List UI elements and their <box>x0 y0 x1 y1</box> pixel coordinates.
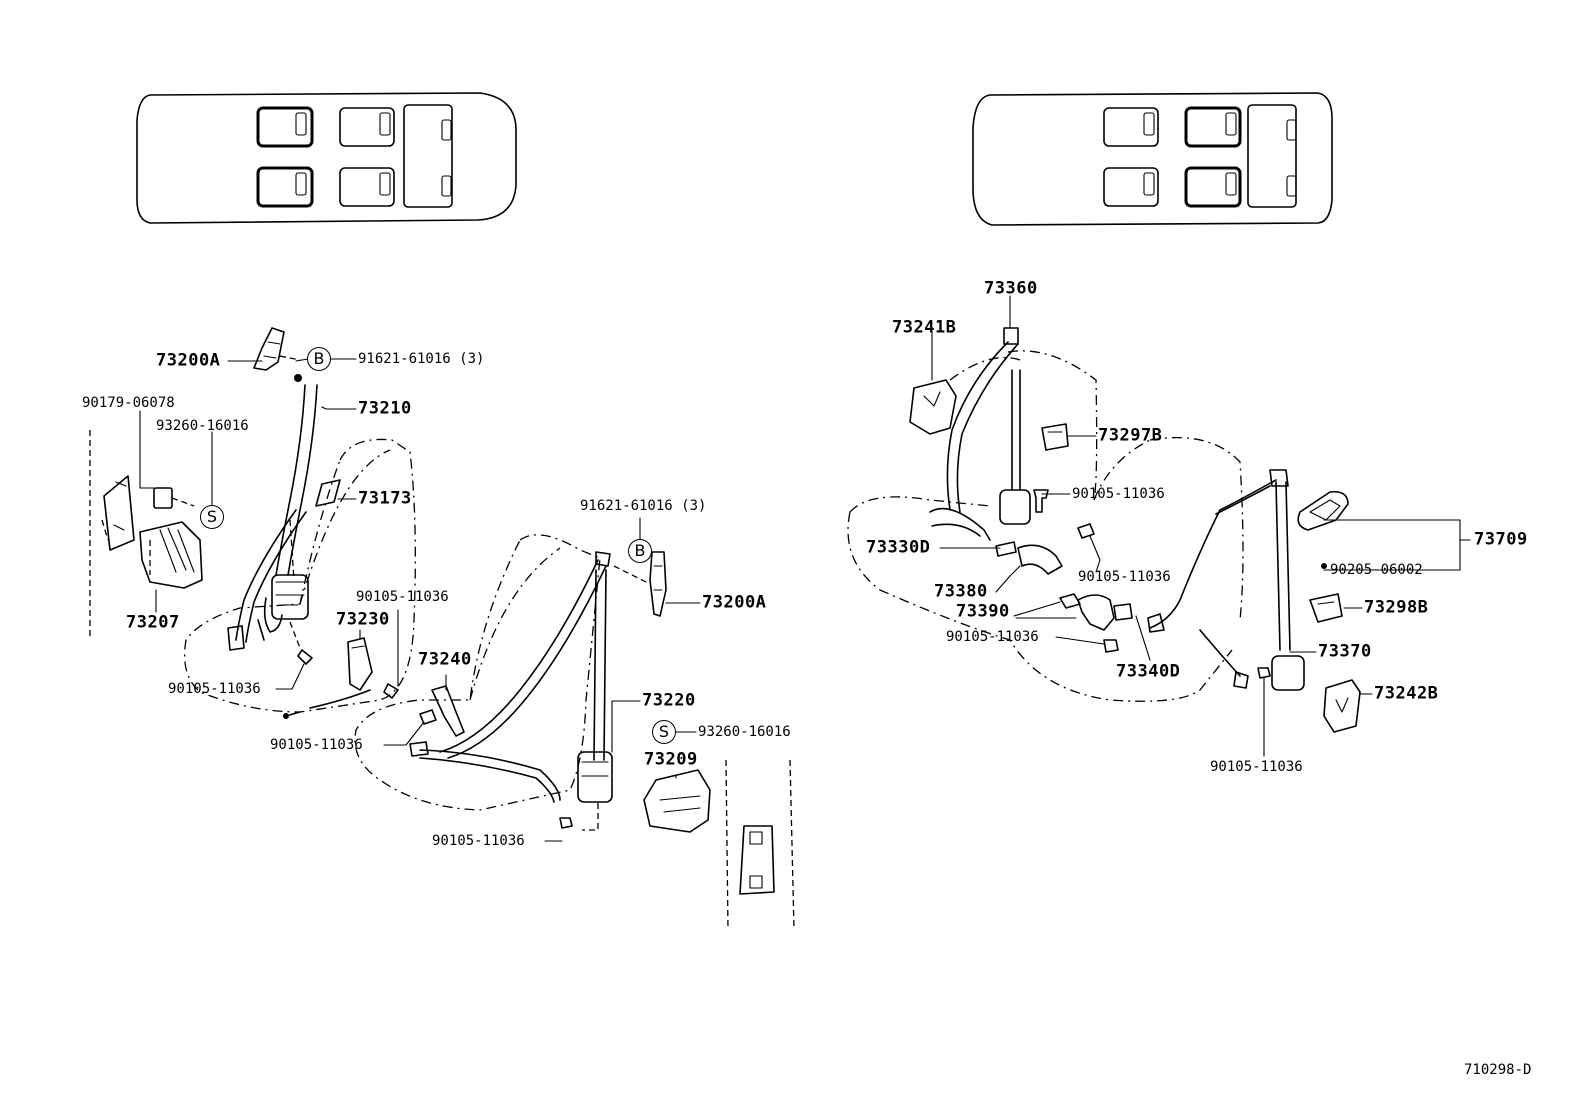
front-right-dash-1 <box>613 565 651 585</box>
rear-right-belt <box>1147 469 1305 691</box>
rear-seat-location-indicator <box>972 92 1333 226</box>
front-left-bolts <box>297 649 399 699</box>
callout-90105-11036-h: 90105-11036 <box>1210 759 1303 775</box>
callout-90105-11036-e: 90105-11036 <box>1072 486 1165 502</box>
callout-90179-06078: 90179-06078 <box>82 395 175 411</box>
callout-90205-06002: 90205-06002 <box>1330 562 1423 578</box>
front-left-buckle-73230 <box>283 637 373 719</box>
front-right-upper-anchor <box>649 551 667 617</box>
callout-93260-16016-right: 93260-16016 <box>698 724 791 740</box>
callout-73370: 73370 <box>1318 641 1372 662</box>
marker-b-left: B <box>307 347 331 371</box>
leader-lines <box>139 295 1471 842</box>
front-right-bolt <box>559 817 573 829</box>
callout-90105-11036-c: 90105-11036 <box>270 737 363 753</box>
callout-73242B: 73242B <box>1374 683 1439 704</box>
front-left-dash-1 <box>289 519 295 581</box>
front-right-belt <box>409 551 613 803</box>
rear-bolts-middle <box>1077 523 1119 653</box>
callout-90105-11036-b: 90105-11036 <box>356 589 449 605</box>
marker-b-right: B <box>628 539 652 563</box>
front-left-guide-73173 <box>315 479 341 507</box>
callout-73240: 73240 <box>418 649 472 670</box>
rear-guide-73297B <box>1041 423 1069 451</box>
callout-91621-61016-left: 91621-61016 (3) <box>358 351 485 367</box>
callout-73207: 73207 <box>126 612 180 633</box>
front-right-dash-2 <box>582 803 599 831</box>
callout-73173: 73173 <box>358 488 412 509</box>
callout-73340D: 73340D <box>1116 661 1181 682</box>
callout-73390: 73390 <box>956 601 1010 622</box>
rear-cover-73242B <box>1323 679 1361 733</box>
rear-guide-73241B <box>909 379 957 435</box>
callout-73210: 73210 <box>358 398 412 419</box>
front-left-dash-2 <box>289 621 301 649</box>
front-right-seat-outline <box>354 534 601 811</box>
rear-cover-73709 <box>1297 490 1349 569</box>
marker-s-left: S <box>200 505 224 529</box>
diagram-id: 710298-D <box>1464 1062 1532 1078</box>
callout-73298B: 73298B <box>1364 597 1429 618</box>
callout-73297B: 73297B <box>1098 425 1163 446</box>
marker-s-right: S <box>652 720 676 744</box>
callout-93260-16016-left: 93260-16016 <box>156 418 249 434</box>
rear-cover-73298B <box>1309 593 1343 623</box>
front-left-retractor-cover-73207 <box>89 430 203 640</box>
callout-73241B: 73241B <box>892 317 957 338</box>
callout-90105-11036-f: 90105-11036 <box>1078 569 1171 585</box>
rear-left-belt <box>929 327 1031 541</box>
callout-90105-11036-a: 90105-11036 <box>168 681 261 697</box>
callout-73209: 73209 <box>644 749 698 770</box>
callout-73709: 73709 <box>1474 529 1528 550</box>
callout-73380: 73380 <box>934 581 988 602</box>
callout-73200A-left: 73200A <box>156 350 221 371</box>
rear-bolt-right <box>1257 667 1271 679</box>
callout-73360: 73360 <box>984 278 1038 299</box>
front-seat-location-indicator <box>136 92 517 224</box>
front-right-buckle-73240 <box>419 685 465 737</box>
callout-73200A-right: 73200A <box>702 592 767 613</box>
rear-buckle-73340D <box>1059 593 1133 631</box>
callout-73220: 73220 <box>642 690 696 711</box>
callout-90105-11036-g: 90105-11036 <box>946 629 1039 645</box>
callout-90105-11036-d: 90105-11036 <box>432 833 525 849</box>
callout-91621-61016-right: 91621-61016 (3) <box>580 498 707 514</box>
front-left-upper-anchor <box>253 327 302 382</box>
callout-73330D: 73330D <box>866 537 931 558</box>
front-right-retractor-cover-73209 <box>643 759 795 931</box>
callout-73230: 73230 <box>336 609 390 630</box>
rear-bolt-upper <box>1033 489 1049 513</box>
front-left-dash-3 <box>279 355 301 361</box>
rear-seat-outline <box>847 350 1244 702</box>
rear-buckle-73380 <box>995 541 1063 575</box>
